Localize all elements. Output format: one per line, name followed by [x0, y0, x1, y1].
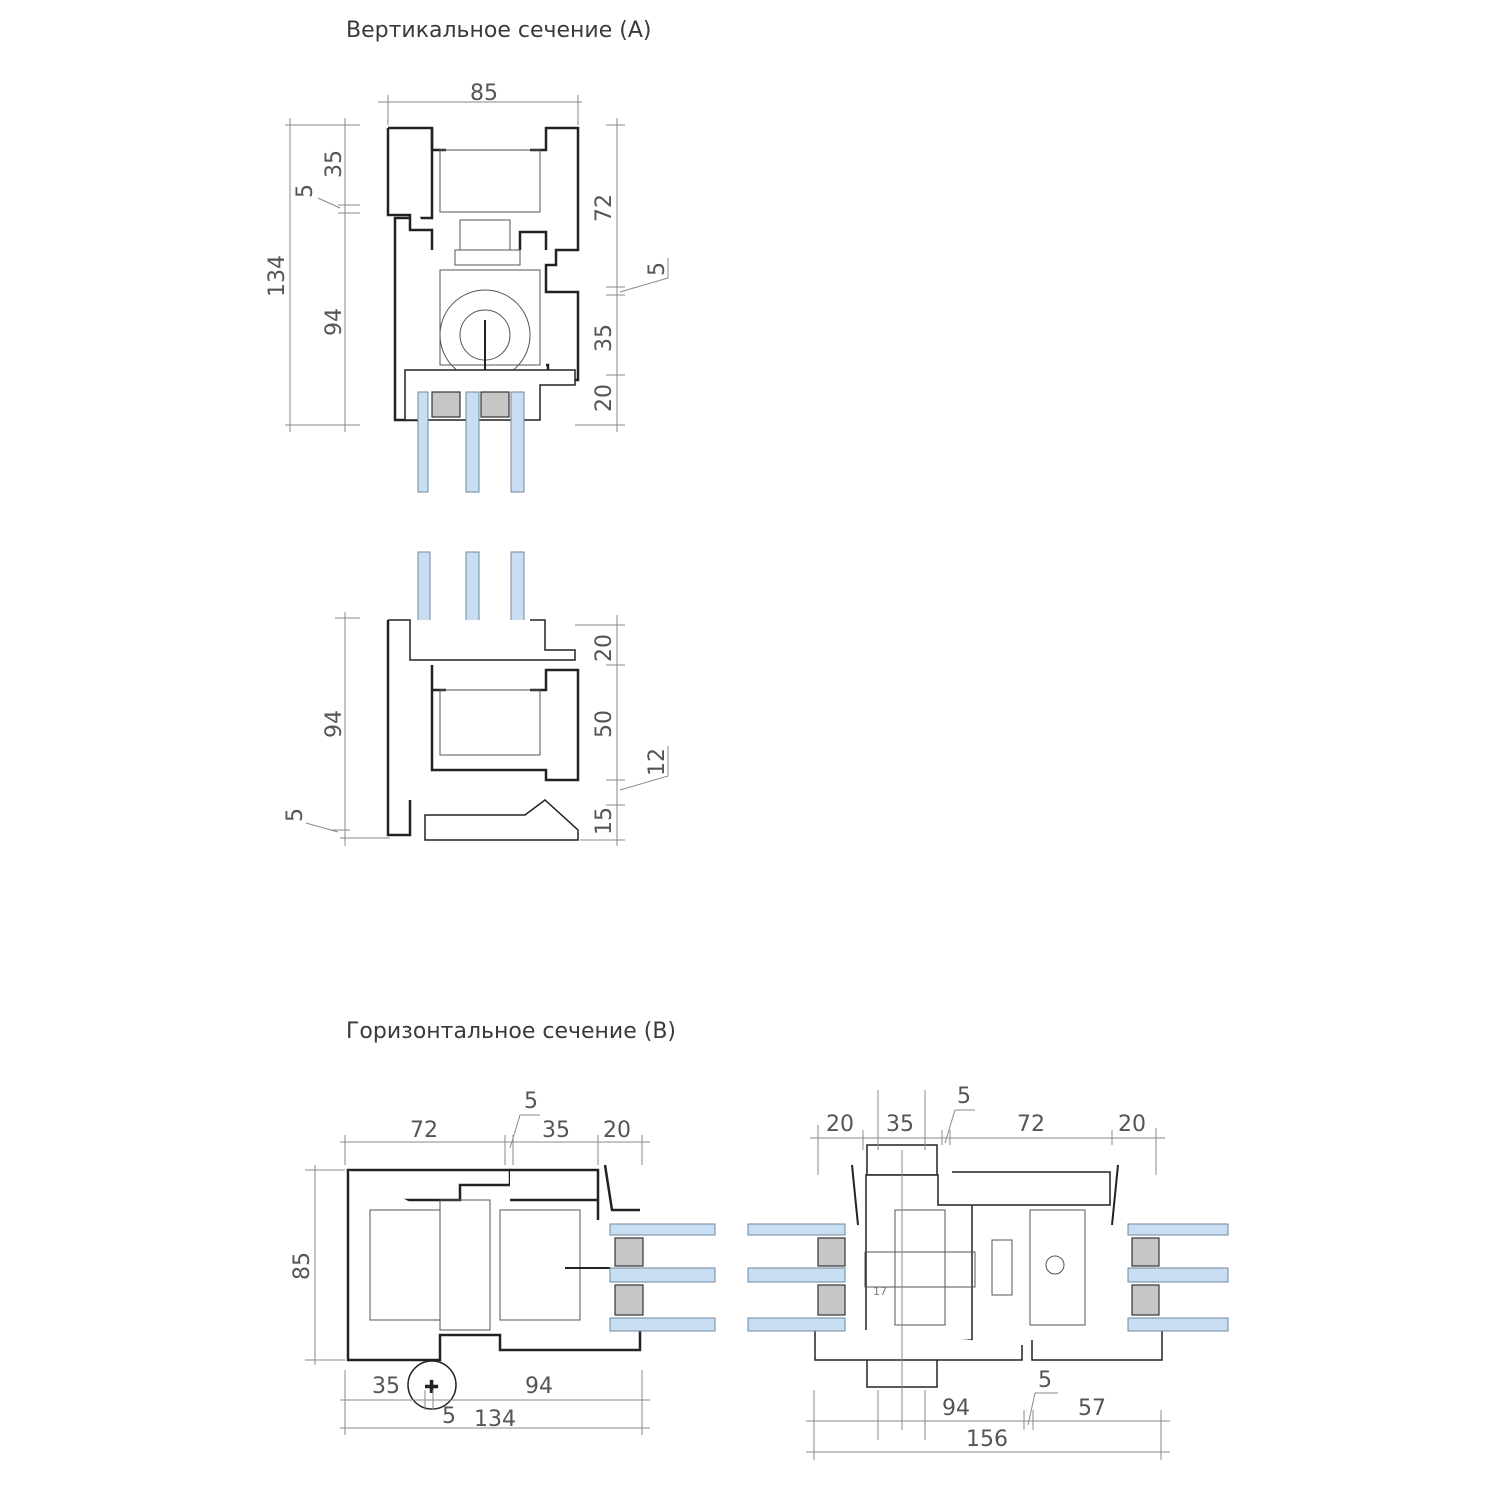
dim-label: 94 — [322, 308, 347, 336]
dimensions-a-sill: 94 5 20 50 12 15 — [283, 612, 670, 846]
glass-pane — [1127, 1223, 1229, 1236]
dim-label: 5 — [1038, 1368, 1052, 1393]
glass-pane — [609, 1223, 716, 1236]
dim-label: 17 — [873, 1285, 887, 1298]
dim-label: 20 — [592, 384, 617, 412]
dim-label: 72 — [592, 194, 617, 222]
dim-label: 5 — [293, 184, 318, 198]
dim-label: 35 — [592, 324, 617, 352]
dim-width: 85 — [470, 81, 498, 106]
dim-label: 20 — [603, 1118, 631, 1143]
dim-label: 35 — [372, 1374, 400, 1399]
glass-pane — [747, 1223, 846, 1236]
dim-label: 72 — [1017, 1112, 1045, 1137]
dim-label: 50 — [592, 710, 617, 738]
dim-label: 85 — [290, 1252, 315, 1280]
glass-pane — [465, 391, 480, 493]
dim-total-height: 134 — [265, 255, 290, 297]
section-b-left: ✚ — [346, 1164, 716, 1410]
dim-label: 20 — [1118, 1112, 1146, 1137]
glass-pane — [609, 1317, 716, 1332]
glass-pane — [1127, 1267, 1229, 1283]
dimensions-b-left: 72 5 35 20 85 35 94 5 134 — [290, 1089, 650, 1435]
dim-label: 20 — [592, 634, 617, 662]
dim-label: 72 — [410, 1118, 438, 1143]
title-horizontal-section: Горизонтальное сечение (B) — [346, 1019, 676, 1044]
dim-label: 15 — [592, 807, 617, 835]
dim-label: 35 — [886, 1112, 914, 1137]
dim-label: 5 — [957, 1084, 971, 1109]
glass-pane — [1127, 1317, 1229, 1332]
glass-pane — [747, 1317, 846, 1332]
title-vertical-section: Вертикальное сечение (A) — [346, 18, 651, 43]
glass-pane — [609, 1267, 716, 1283]
dim-label: 94 — [942, 1396, 970, 1421]
glass-pane — [417, 391, 429, 493]
dimensions-a-head: 85 134 35 5 94 72 5 35 20 — [265, 81, 670, 432]
dim-label: 94 — [525, 1374, 553, 1399]
section-b-right: 17 — [747, 1144, 1229, 1390]
dim-label: 94 — [322, 710, 347, 738]
dim-label: 5 — [442, 1404, 456, 1429]
glass-pane — [747, 1267, 846, 1283]
dim-label: 35 — [542, 1118, 570, 1143]
section-a-sill — [340, 551, 580, 841]
glass-pane — [510, 391, 525, 493]
dim-label: 20 — [826, 1112, 854, 1137]
dim-label: 156 — [966, 1427, 1008, 1452]
dim-label: 57 — [1078, 1396, 1106, 1421]
dimensions-b-right: 20 35 5 72 20 94 5 57 156 — [806, 1084, 1170, 1460]
dim-label: 12 — [645, 748, 670, 776]
dim-label: 134 — [474, 1407, 516, 1432]
dim-label: 5 — [283, 808, 308, 822]
dim-label: 5 — [645, 262, 670, 276]
screw-icon: ✚ — [424, 1377, 439, 1398]
dim-label: 35 — [322, 150, 347, 178]
section-a-head — [386, 126, 580, 493]
dim-label: 5 — [524, 1089, 538, 1114]
